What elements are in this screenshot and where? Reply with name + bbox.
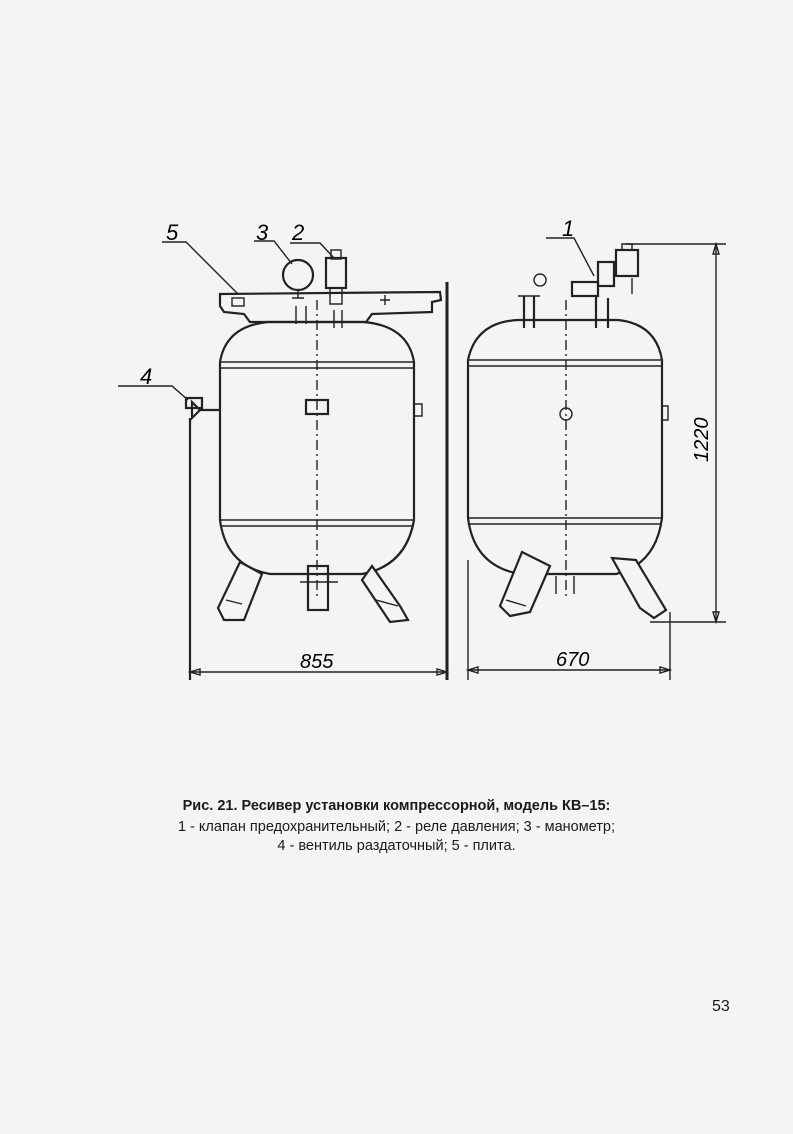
callout-1: 1 xyxy=(562,216,574,241)
side-view xyxy=(465,237,726,680)
dimension-side-width: 670 xyxy=(556,649,589,671)
technical-drawing: 5 3 2 4 855 xyxy=(118,216,726,680)
callout-4: 4 xyxy=(140,364,152,389)
callout-2: 2 xyxy=(291,220,304,245)
caption-legend-line-1: 1 - клапан предохранительный; 2 - реле д… xyxy=(177,819,616,835)
caption-legend-line-2: 4 - вентиль раздаточный; 5 - плита. xyxy=(277,838,516,854)
callout-5: 5 xyxy=(166,220,179,245)
dimension-front-width: 855 xyxy=(300,651,334,673)
front-view xyxy=(184,249,450,680)
page-number: 53 xyxy=(712,998,730,1015)
dimension-height: 1220 xyxy=(691,418,713,463)
callout-leaders-front xyxy=(118,240,335,401)
caption-title: Рис. 21. Ресивер установки компрессорной… xyxy=(182,798,611,814)
callout-3: 3 xyxy=(256,220,269,245)
